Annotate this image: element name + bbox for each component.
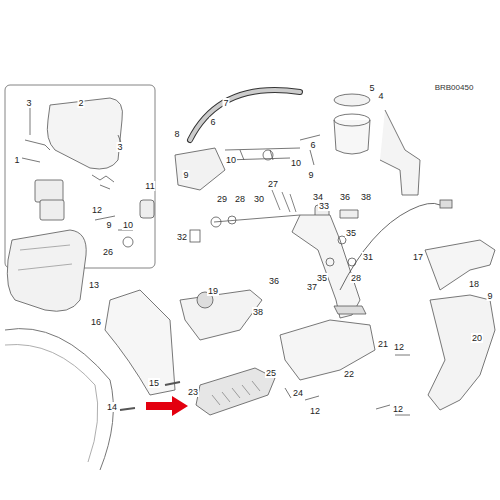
- callout-number: 26: [102, 247, 114, 257]
- callout-number: 21: [377, 339, 389, 349]
- callout-number: 30: [253, 194, 265, 204]
- callout-number: 5: [368, 83, 375, 93]
- callout-number: 19: [207, 286, 219, 296]
- callout-number: 3: [116, 142, 123, 152]
- callout-number: 12: [309, 406, 321, 416]
- callout-number: 12: [392, 404, 404, 414]
- callout-number: 28: [350, 273, 362, 283]
- callout-number: 1: [13, 155, 20, 165]
- callout-number: 31: [362, 252, 374, 262]
- callout-number: 28: [234, 194, 246, 204]
- callout-number: 24: [292, 388, 304, 398]
- callout-number: 23: [187, 387, 199, 397]
- callout-number: 10: [225, 155, 237, 165]
- callout-number: 3: [25, 98, 32, 108]
- callout-number: 18: [468, 279, 480, 289]
- callout-number: 35: [345, 228, 357, 238]
- callout-number: 37: [306, 282, 318, 292]
- callout-number: 4: [377, 91, 384, 101]
- callout-number: 13: [88, 280, 100, 290]
- callout-number: 9: [307, 170, 314, 180]
- callout-number: 36: [268, 276, 280, 286]
- callout-number: 33: [318, 201, 330, 211]
- callout-number: 9: [486, 291, 493, 301]
- callout-number: 11: [144, 181, 155, 191]
- callout-number: 38: [252, 307, 264, 317]
- callout-number: 20: [471, 333, 483, 343]
- callout-number: 32: [176, 232, 188, 242]
- callout-number: 29: [216, 194, 228, 204]
- callout-number: 38: [360, 192, 372, 202]
- callout-number: 14: [106, 402, 118, 412]
- callout-number: 16: [90, 317, 102, 327]
- callout-number: 10: [290, 158, 302, 168]
- callout-number: 15: [148, 378, 160, 388]
- callout-number: 17: [412, 252, 424, 262]
- callout-number: 6: [209, 117, 216, 127]
- callout-number: 7: [222, 98, 229, 108]
- callout-number: 12: [91, 205, 103, 215]
- callout-number: 22: [343, 369, 355, 379]
- callout-number: 9: [182, 170, 189, 180]
- callout-number: 27: [267, 179, 279, 189]
- callout-number: 12: [393, 342, 405, 352]
- callout-number: 6: [309, 140, 316, 150]
- callout-number: 2: [77, 98, 84, 108]
- callout-number: 36: [339, 192, 351, 202]
- callout-number: 10: [122, 220, 134, 230]
- callout-number: 8: [173, 129, 180, 139]
- drawing-code: BRB00450: [434, 83, 475, 93]
- callout-number: 9: [105, 220, 112, 230]
- callout-number: 25: [265, 368, 277, 378]
